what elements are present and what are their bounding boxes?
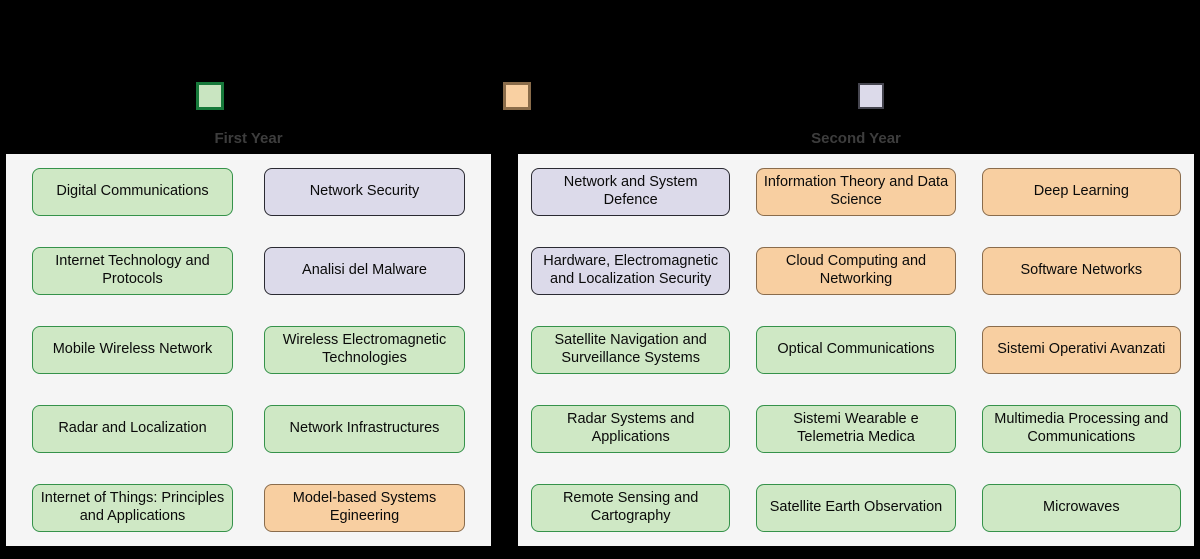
course-label: Optical Communications xyxy=(777,341,935,358)
course-box: Satellite Navigation and Surveillance Sy… xyxy=(531,326,731,374)
course-box: Sistemi Operativi Avanzati xyxy=(981,326,1181,374)
course-box: Hardware, Electromagnetic and Localizati… xyxy=(531,247,731,295)
course-box: Multimedia Processing and Communications xyxy=(981,405,1181,453)
course-label: Information Theory and Data Science xyxy=(763,174,949,208)
course-label: Digital Communications xyxy=(56,183,209,200)
course-box: Internet of Things: Principles and Appli… xyxy=(32,484,233,532)
course-label: Sistemi Operativi Avanzati xyxy=(997,341,1166,358)
course-label: Satellite Navigation and Surveillance Sy… xyxy=(554,332,707,366)
course-box: Digital Communications xyxy=(32,168,233,216)
course-label: Network Security xyxy=(309,183,420,200)
course-box: Cloud Computing and Networking xyxy=(756,247,956,295)
course-label: Microwaves xyxy=(1043,499,1120,516)
course-label: Hardware, Electromagnetic and Localizati… xyxy=(543,253,719,287)
course-label: Network and System Defence xyxy=(563,174,698,208)
course-box: Network and System Defence xyxy=(531,168,731,216)
course-label: Satellite Earth Observation xyxy=(769,499,943,516)
course-box: Satellite Earth Observation xyxy=(756,484,956,532)
course-label: Analisi del Malware xyxy=(302,262,427,279)
course-label: Mobile Wireless Network xyxy=(52,341,213,358)
course-box: Analisi del Malware xyxy=(264,247,465,295)
course-label: Remote Sensing and Cartography xyxy=(562,490,699,524)
second-year-panel: Network and System Defence Information Th… xyxy=(516,152,1196,548)
course-box: Network Infrastructures xyxy=(264,405,465,453)
course-label: Sistemi Wearable e Telemetria Medica xyxy=(793,411,919,445)
course-label: Network Infrastructures xyxy=(289,420,440,437)
course-label: Radar Systems and Applications xyxy=(566,411,695,445)
course-box: Radar Systems and Applications xyxy=(531,405,731,453)
course-label: Multimedia Processing and Communications xyxy=(994,411,1169,445)
course-box: Software Networks xyxy=(981,247,1181,295)
green-legend-swatch xyxy=(196,82,224,110)
course-box: Information Theory and Data Science xyxy=(756,168,956,216)
course-label: Cloud Computing and Networking xyxy=(785,253,927,287)
course-box: Model-based Systems Egineering xyxy=(264,484,465,532)
course-box: Wireless Electromagnetic Technologies xyxy=(264,326,465,374)
course-label: Wireless Electromagnetic Technologies xyxy=(282,332,447,366)
course-box: Internet Technology and Protocols xyxy=(32,247,233,295)
course-label: Internet of Things: Principles and Appli… xyxy=(40,490,225,524)
course-label: Radar and Localization xyxy=(58,420,207,437)
course-label: Deep Learning xyxy=(1033,183,1129,200)
course-box: Mobile Wireless Network xyxy=(32,326,233,374)
orange-legend-swatch xyxy=(503,82,531,110)
course-box: Sistemi Wearable e Telemetria Medica xyxy=(756,405,956,453)
course-box: Remote Sensing and Cartography xyxy=(531,484,731,532)
course-box: Radar and Localization xyxy=(32,405,233,453)
purple-legend-swatch xyxy=(858,83,884,109)
first-year-title: First Year xyxy=(214,130,283,147)
course-label: Software Networks xyxy=(1020,262,1143,279)
second-year-title: Second Year xyxy=(811,130,901,147)
course-label: Internet Technology and Protocols xyxy=(55,253,210,287)
course-label: Model-based Systems Egineering xyxy=(292,490,437,524)
course-box: Optical Communications xyxy=(756,326,956,374)
course-box: Network Security xyxy=(264,168,465,216)
course-box: Deep Learning xyxy=(981,168,1181,216)
course-box: Microwaves xyxy=(981,484,1181,532)
